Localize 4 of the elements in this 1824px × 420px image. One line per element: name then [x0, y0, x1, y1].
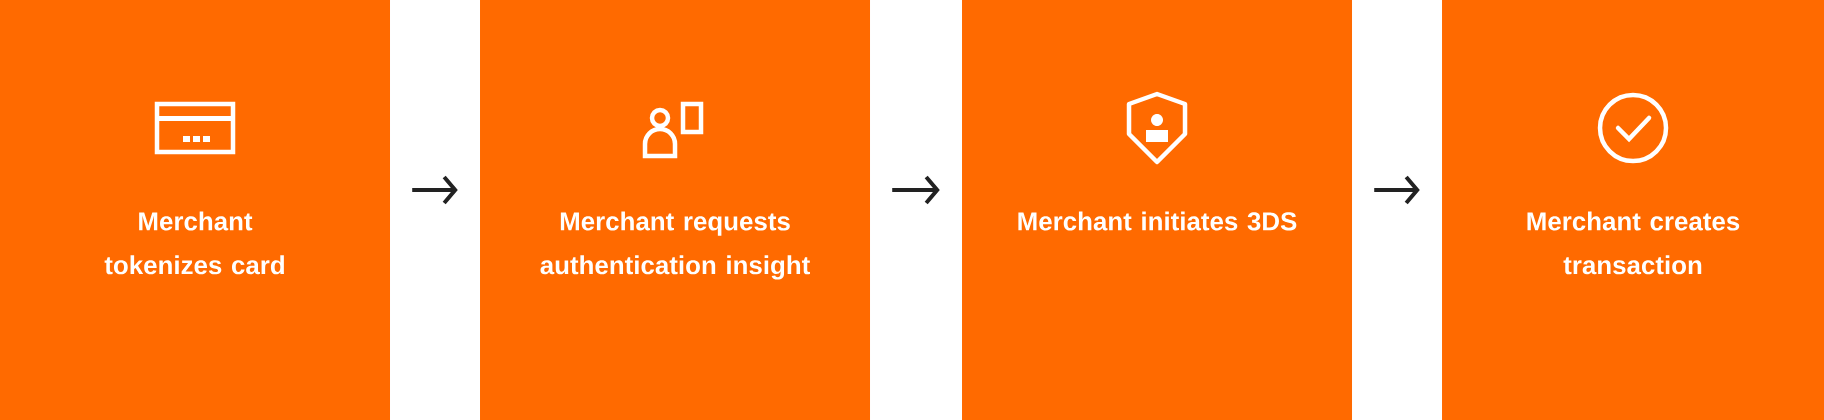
- step-box: Merchant tokenizes card: [0, 0, 390, 420]
- step-box: Merchant requests authentication insight: [480, 0, 870, 420]
- step-box: Merchant creates transaction: [1442, 0, 1824, 420]
- step-box: Merchant initiates 3DS: [962, 0, 1352, 420]
